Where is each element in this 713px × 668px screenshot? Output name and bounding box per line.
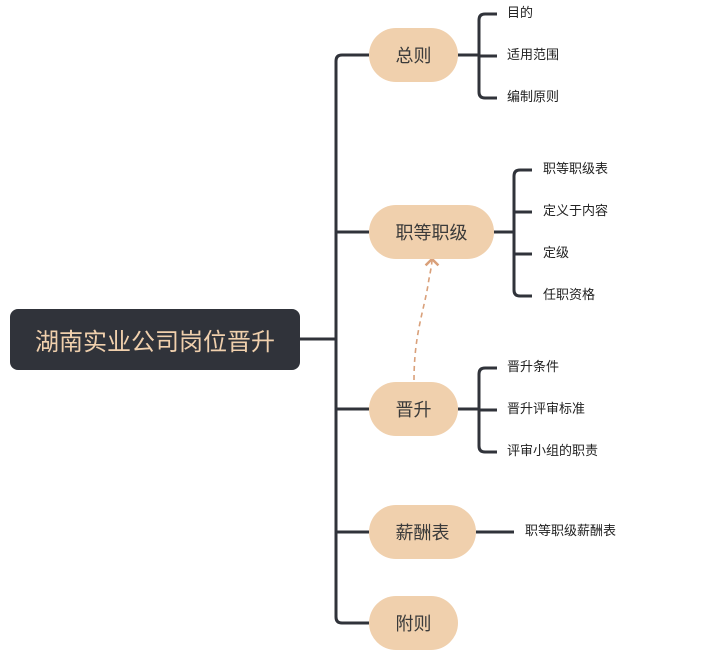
root-topic-label: 湖南实业公司岗位晋升 bbox=[35, 328, 275, 356]
leaf-xinchoubiao[interactable]: 职等职级薪酬表 bbox=[525, 524, 617, 539]
leaf-renzhizige[interactable]: 任职资格 bbox=[543, 288, 596, 303]
branch-jinsheng[interactable]: 晋升 bbox=[369, 382, 458, 436]
branch-xinchoubiao[interactable]: 薪酬表 bbox=[369, 505, 476, 559]
leaf-zhidengzhijibiao[interactable]: 职等职级表 bbox=[543, 162, 609, 177]
leaf-shiyongfanwei[interactable]: 适用范围 bbox=[507, 48, 560, 63]
main-spine bbox=[334, 53, 369, 625]
jinsheng-bracket bbox=[477, 366, 497, 454]
branch-label: 附则 bbox=[395, 614, 432, 635]
branch-zhidengzhiji[interactable]: 职等职级 bbox=[369, 205, 494, 259]
leaf-pingshenxiaozu[interactable]: 评审小组的职责 bbox=[507, 444, 599, 459]
branch-fuze[interactable]: 附则 bbox=[369, 596, 458, 650]
leaf-bianzhiyuanze[interactable]: 编制原则 bbox=[507, 90, 560, 105]
branch-label: 薪酬表 bbox=[395, 523, 450, 544]
root-topic[interactable]: 湖南实业公司岗位晋升 bbox=[10, 309, 300, 370]
branch-label: 晋升 bbox=[395, 400, 432, 421]
leaf-jinshengpingshenbiaozhun[interactable]: 晋升评审标准 bbox=[507, 402, 586, 417]
zhidengzhiji-bracket bbox=[512, 168, 532, 298]
branch-label: 职等职级 bbox=[395, 223, 468, 244]
leaf-mudi[interactable]: 目的 bbox=[507, 6, 534, 21]
relation-arrow bbox=[413, 257, 440, 381]
leaf-jinshengtiaojian[interactable]: 晋升条件 bbox=[507, 360, 560, 375]
branch-label: 总则 bbox=[395, 46, 432, 67]
zongze-bracket bbox=[477, 12, 497, 100]
leaf-dingji[interactable]: 定级 bbox=[543, 246, 570, 261]
branch-zongze[interactable]: 总则 bbox=[369, 28, 458, 82]
leaf-dingyiyuneirong[interactable]: 定义于内容 bbox=[543, 204, 609, 219]
